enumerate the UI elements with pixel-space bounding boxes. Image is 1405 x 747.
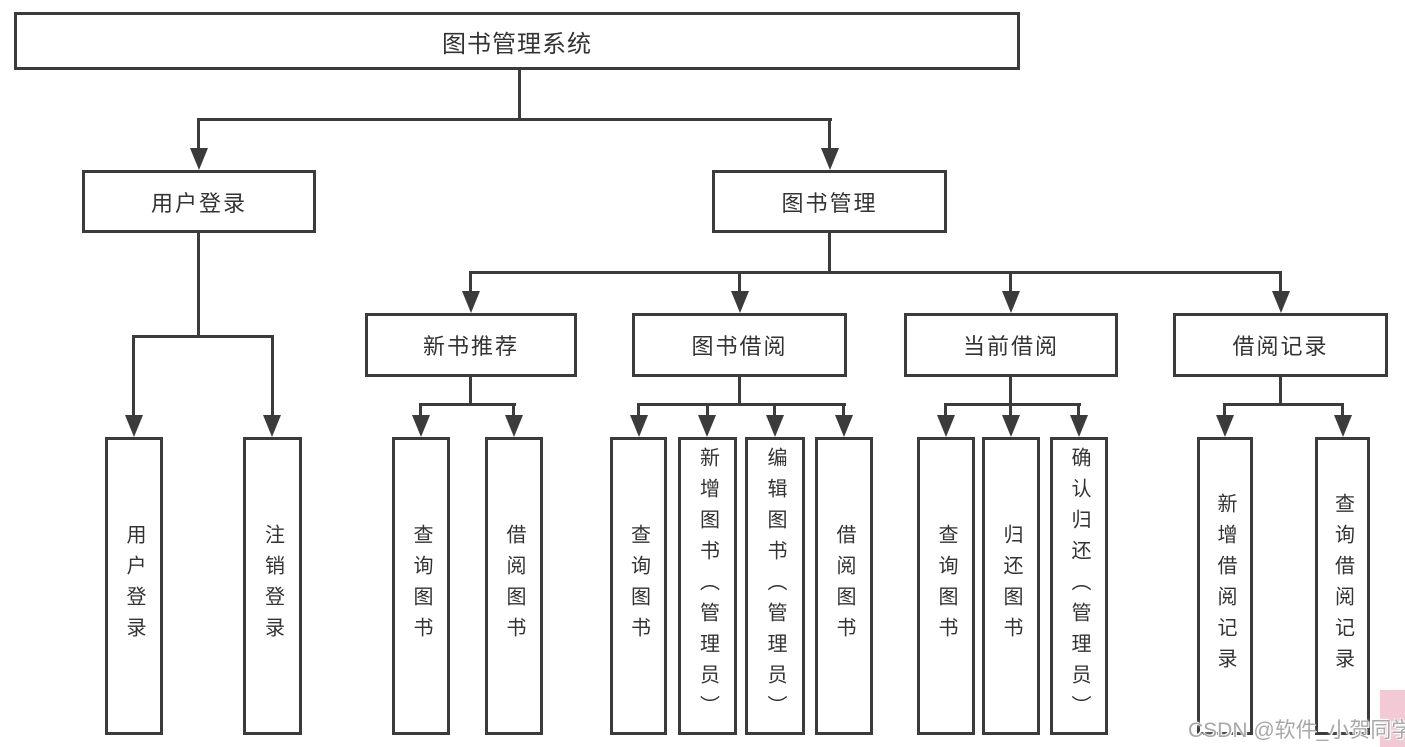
connector-stem — [512, 403, 515, 417]
leaf-confirm-return-admin: 确认归还（管理员） — [1050, 437, 1108, 735]
leaf-add-borrow-record: 新增借阅记录 — [1197, 437, 1253, 735]
arrow-down-icon — [412, 415, 430, 437]
connector-stem — [637, 403, 640, 417]
connector-stem — [1009, 271, 1012, 293]
connector-drop — [197, 233, 200, 335]
connector-drop — [1279, 377, 1282, 403]
arrow-down-icon — [630, 415, 648, 437]
node-borrowing-records: 借阅记录 — [1173, 313, 1388, 377]
connector-root-drop — [518, 70, 521, 118]
leaf-query-borrow-record: 查询借阅记录 — [1315, 437, 1370, 735]
node-new-book-recommend: 新书推荐 — [365, 313, 577, 377]
connector-stem — [773, 403, 776, 417]
arrow-down-icon — [462, 291, 480, 313]
connector-stem — [419, 403, 422, 417]
connector-stem — [197, 118, 200, 150]
connector-stem — [738, 271, 741, 293]
connector-root-rail — [198, 118, 832, 121]
leaf-borrow-books: 借阅图书 — [485, 437, 543, 735]
arrow-down-icon — [1070, 415, 1088, 437]
connector-stem — [1279, 271, 1282, 293]
connector-rail — [419, 403, 516, 406]
connector-rail — [1223, 403, 1344, 406]
arrow-down-icon — [766, 415, 784, 437]
node-book-management: 图书管理 — [712, 170, 947, 233]
connector-stem — [469, 271, 472, 293]
connector-stem — [1223, 403, 1226, 417]
arrow-down-icon — [1272, 291, 1290, 313]
arrow-down-icon — [505, 415, 523, 437]
connector-stem — [944, 403, 947, 417]
arrow-down-icon — [125, 415, 143, 437]
connector-rail — [132, 335, 274, 338]
leaf-logout: 注销登录 — [243, 437, 302, 735]
watermark-pink-corner — [1380, 690, 1405, 747]
node-user-login: 用户登录 — [82, 170, 316, 233]
csdn-watermark: CSDN @软件_小贺同学 — [1188, 719, 1405, 742]
arrow-down-icon — [698, 415, 716, 437]
arrow-down-icon — [835, 415, 853, 437]
leaf-return-book: 归还图书 — [982, 437, 1040, 735]
node-library-system: 图书管理系统 — [14, 12, 1020, 70]
connector-stem — [842, 403, 845, 417]
connector-stem — [1009, 403, 1012, 417]
arrow-down-icon — [1216, 415, 1234, 437]
connector-stem — [1341, 403, 1344, 417]
connector-stem — [706, 403, 709, 417]
leaf-user-login: 用户登录 — [105, 437, 163, 735]
node-book-borrowing: 图书借阅 — [632, 313, 847, 377]
connector-drop — [469, 377, 472, 403]
arrow-down-icon — [190, 148, 208, 170]
arrow-down-icon — [731, 291, 749, 313]
arrow-down-icon — [821, 148, 839, 170]
connector-drop — [738, 377, 741, 403]
connector-stem — [1077, 403, 1080, 417]
leaf-query-books-2: 查询图书 — [610, 437, 667, 735]
connector-rail — [469, 271, 1282, 274]
leaf-edit-book-admin: 编辑图书（管理员） — [745, 437, 805, 735]
connector-rail — [944, 403, 1081, 406]
arrow-down-icon — [1002, 415, 1020, 437]
leaf-query-books: 查询图书 — [392, 437, 450, 735]
connector-drop — [828, 233, 831, 271]
connector-stem — [828, 118, 831, 150]
arrow-down-icon — [937, 415, 955, 437]
leaf-add-book-admin: 新增图书（管理员） — [678, 437, 737, 735]
arrow-down-icon — [263, 415, 281, 437]
leaf-borrow-books-2: 借阅图书 — [815, 437, 873, 735]
leaf-query-books-3: 查询图书 — [917, 437, 975, 735]
connector-drop — [1009, 377, 1012, 403]
arrow-down-icon — [1002, 291, 1020, 313]
node-current-borrowing: 当前借阅 — [904, 313, 1118, 377]
connector-stem — [271, 335, 274, 417]
arrow-down-icon — [1334, 415, 1352, 437]
connector-stem — [132, 335, 135, 417]
connector-rail — [637, 403, 846, 406]
